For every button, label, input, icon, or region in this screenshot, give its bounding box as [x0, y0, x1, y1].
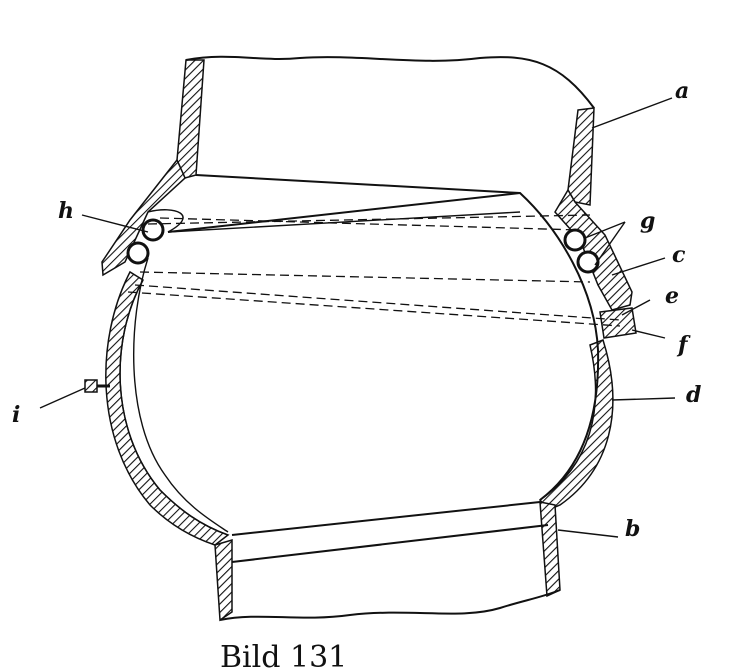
- upper-pipe: [176, 55, 595, 206]
- label-f: f: [676, 332, 691, 358]
- inner-ball: [132, 191, 600, 533]
- spherical-housing: [105, 209, 614, 546]
- lower-pipe-break-line: [219, 589, 561, 621]
- ball-h-lower: [126, 241, 150, 265]
- upper-pipe-break-line: [185, 55, 595, 109]
- label-h: h: [58, 198, 74, 224]
- ball-g-lower: [576, 250, 600, 274]
- dashed-positions: [127, 214, 621, 327]
- part-labels: a b c d e f g h i: [12, 78, 701, 542]
- upper-socket-shell: [101, 158, 637, 339]
- label-b: b: [625, 516, 640, 542]
- label-d: d: [686, 382, 701, 408]
- label-c: c: [672, 242, 686, 268]
- label-a: a: [675, 78, 689, 104]
- label-e: e: [665, 283, 679, 309]
- ball-h-upper: [141, 218, 165, 242]
- label-i: i: [12, 402, 20, 428]
- ball-g-upper: [563, 228, 587, 252]
- grease-nipple: [84, 379, 110, 393]
- label-g: g: [640, 208, 655, 234]
- lower-pipe: [214, 501, 561, 622]
- figure-caption: Bild 131: [220, 640, 347, 672]
- ball-bearings: [126, 218, 600, 274]
- leader-lines: [39, 97, 676, 538]
- seal-ring-e: [599, 307, 637, 339]
